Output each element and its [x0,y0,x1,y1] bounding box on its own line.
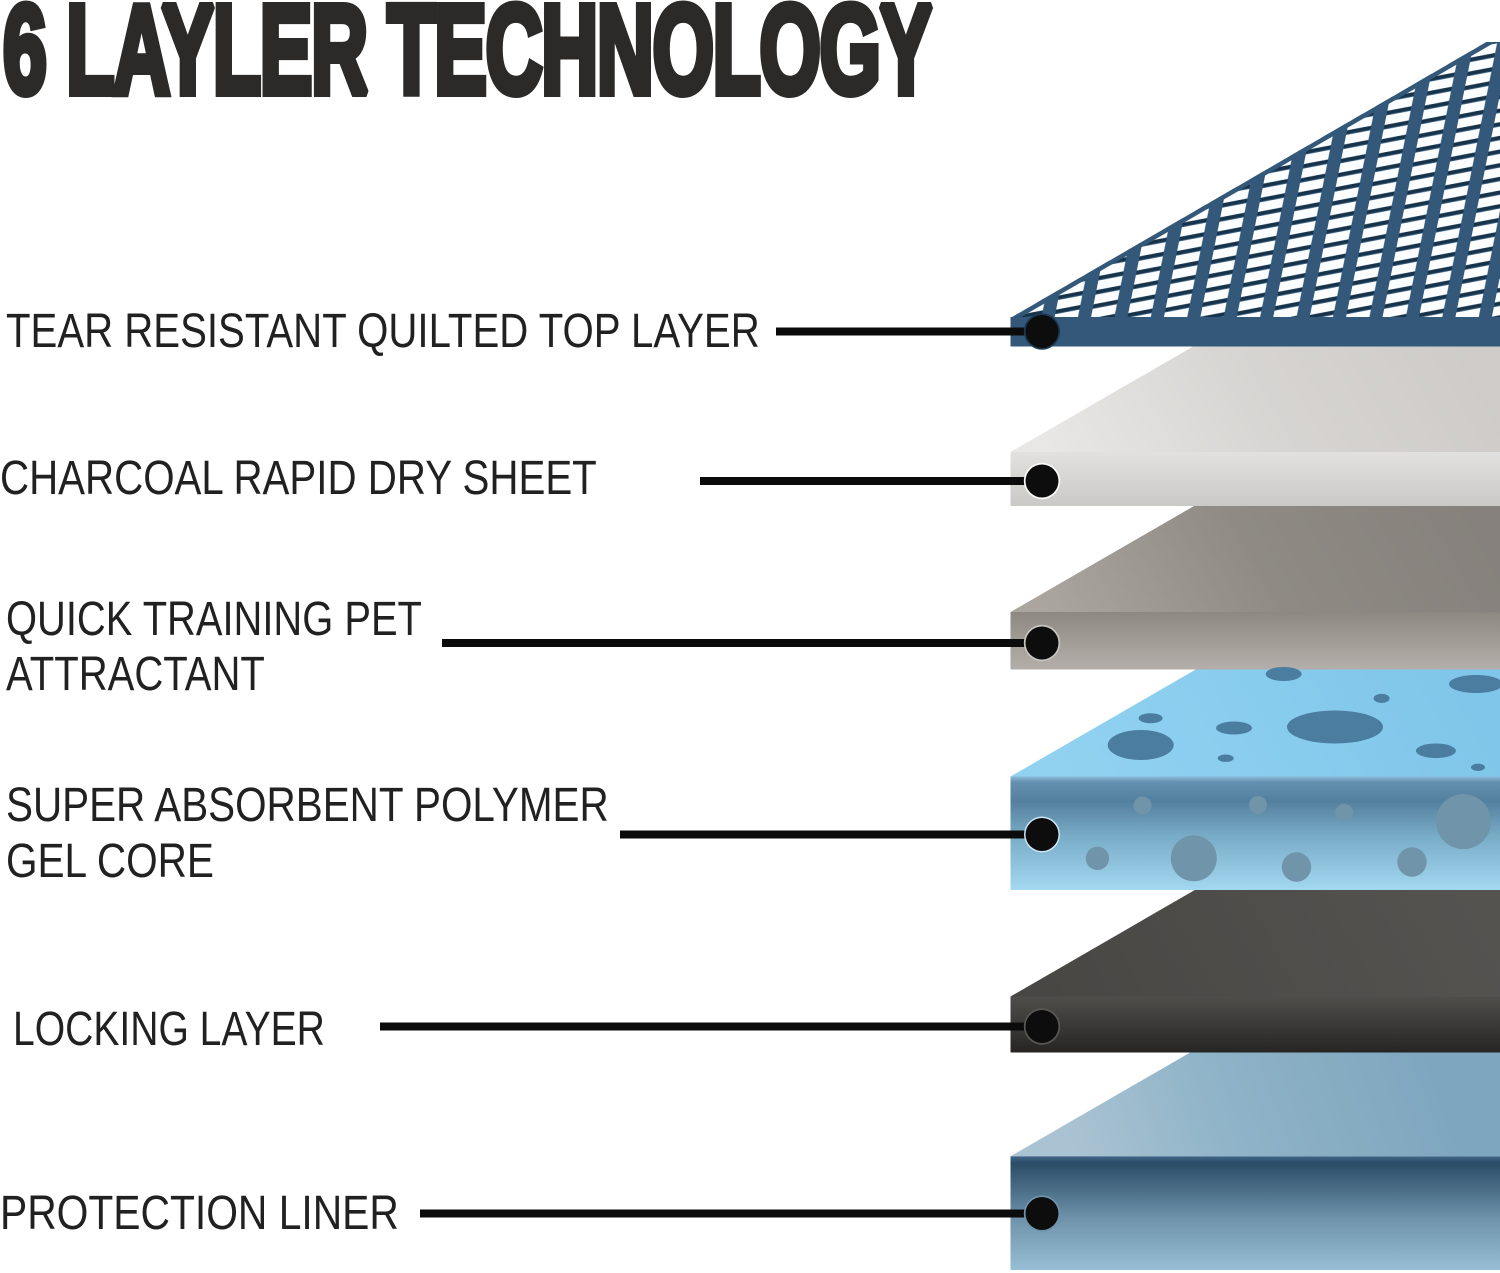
svg-text:QUICK TRAINING PET: QUICK TRAINING PET [6,593,422,646]
svg-text:6 LAYLER TECHNOLOGY: 6 LAYLER TECHNOLOGY [3,0,931,121]
svg-text:CHARCOAL RAPID DRY SHEET: CHARCOAL RAPID DRY SHEET [0,452,597,505]
svg-text:ATTRACTANT: ATTRACTANT [6,648,265,701]
svg-text:LOCKING LAYER: LOCKING LAYER [13,1002,325,1056]
svg-text:PROTECTION LINER: PROTECTION LINER [0,1187,399,1240]
svg-text:GEL CORE: GEL CORE [6,835,214,888]
svg-text:TEAR RESISTANT QUILTED TOP LAY: TEAR RESISTANT QUILTED TOP LAYER [6,305,760,358]
svg-text:SUPER ABSORBENT POLYMER: SUPER ABSORBENT POLYMER [6,779,609,832]
